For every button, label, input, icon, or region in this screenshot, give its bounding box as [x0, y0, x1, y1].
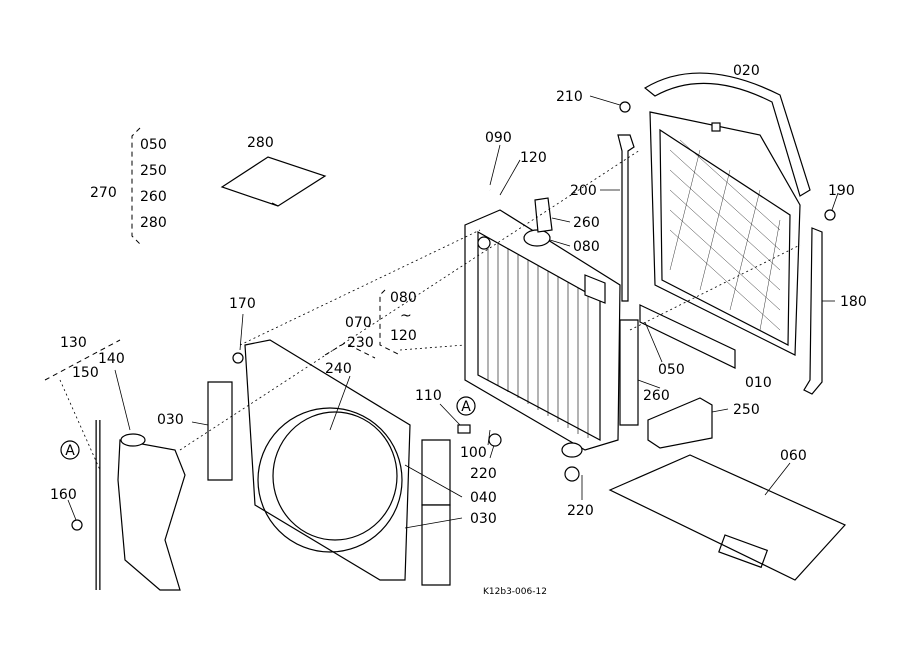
label-part-070: 070 [345, 315, 372, 331]
label-part-020: 020 [733, 63, 760, 79]
label-range-120: 120 [390, 328, 417, 344]
foam-050 [639, 304, 736, 369]
label-part-200: 200 [570, 183, 597, 199]
callout-text: A [461, 399, 471, 415]
label-part-040: 040 [470, 490, 497, 506]
stay-180 [803, 227, 823, 395]
label-part-120-top: 120 [520, 150, 547, 166]
foam-250 [647, 397, 713, 449]
label-part-280: 280 [247, 135, 274, 151]
plug-110 [457, 424, 471, 434]
cushion-220-mid [488, 433, 502, 447]
label-part-130: 130 [60, 335, 87, 351]
fan-shroud [232, 339, 411, 581]
label-part-210: 210 [556, 89, 583, 105]
label-part-220-mid: 220 [470, 466, 497, 482]
label-part-140: 140 [98, 351, 125, 367]
label-part-030-right: 030 [470, 511, 497, 527]
callout-text: A [65, 443, 75, 459]
label-part-060: 060 [780, 448, 807, 464]
cover-sheet-060 [608, 454, 846, 581]
label-range-080: 080 [390, 290, 417, 306]
ref-a-right: A [456, 396, 476, 416]
label-part-150: 150 [72, 365, 99, 381]
label-part-110: 110 [415, 388, 442, 404]
label-part-190: 190 [828, 183, 855, 199]
radiator [464, 209, 621, 458]
bolt-210 [619, 101, 631, 113]
label-part-080-top: 080 [573, 239, 600, 255]
label-part-220-bottom: 220 [567, 503, 594, 519]
reserve-tank [71, 420, 186, 591]
label-set-280: 280 [140, 215, 167, 231]
group-bracket-080-120 [379, 289, 401, 356]
radiator-top-guard [643, 72, 811, 197]
label-set-260: 260 [140, 189, 167, 205]
sheet-280 [220, 156, 327, 207]
foam-030-left [207, 381, 233, 481]
label-part-160: 160 [50, 487, 77, 503]
label-part-230: 230 [347, 335, 374, 351]
label-part-250: 250 [733, 402, 760, 418]
label-range-tilde: ~ [400, 308, 412, 324]
foam-260-top [534, 197, 553, 233]
cushion-220 [564, 466, 580, 482]
label-part-010: 010 [745, 375, 772, 391]
label-part-100: 100 [460, 445, 487, 461]
group-bracket-240 [324, 342, 376, 359]
stay-200 [617, 134, 635, 302]
label-part-260-top: 260 [573, 215, 600, 231]
label-part-050: 050 [658, 362, 685, 378]
foam-260-bottom [619, 319, 639, 426]
label-set-250: 250 [140, 163, 167, 179]
label-part-030-left: 030 [157, 412, 184, 428]
foam-040 [421, 439, 451, 506]
label-part-090: 090 [485, 130, 512, 146]
label-set-050: 050 [140, 137, 167, 153]
bolt-190 [824, 209, 836, 221]
group-bracket-270 [131, 127, 141, 245]
label-part-260-bottom: 260 [643, 388, 670, 404]
diagram-code: K12b3-006-12 [483, 587, 547, 597]
label-part-240: 240 [325, 361, 352, 377]
radiator-screen [649, 111, 801, 356]
foam-030-right [421, 504, 451, 586]
label-part-180: 180 [840, 294, 867, 310]
ref-a-left: A [60, 440, 80, 460]
label-part-170: 170 [229, 296, 256, 312]
label-part-270: 270 [90, 185, 117, 201]
